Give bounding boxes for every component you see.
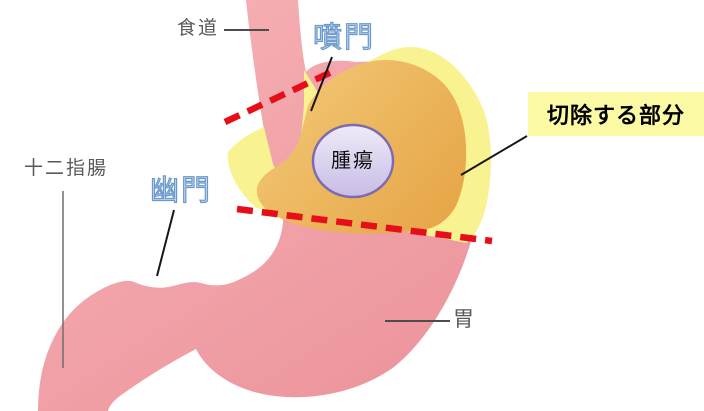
tumor-shape xyxy=(311,123,395,199)
lower-cut-line xyxy=(236,205,493,245)
duodenum-label: 十二指腸 xyxy=(24,158,109,179)
pylorus-pointer-line xyxy=(156,209,175,277)
resection-pointer-line xyxy=(460,135,528,176)
esophagus-label: 食道 xyxy=(177,18,220,39)
resection-label-box: 切除する部分 xyxy=(528,92,704,136)
cardia-pointer-line xyxy=(310,56,333,112)
stomach-label: 胃 xyxy=(453,308,476,331)
pylorus-label: 幽門 xyxy=(149,175,213,207)
upper-cut-line xyxy=(223,66,340,125)
cardia-label: 噴門 xyxy=(312,22,376,54)
resection-label: 切除する部分 xyxy=(546,103,685,128)
tumor-label: 腫瘍 xyxy=(331,150,375,172)
